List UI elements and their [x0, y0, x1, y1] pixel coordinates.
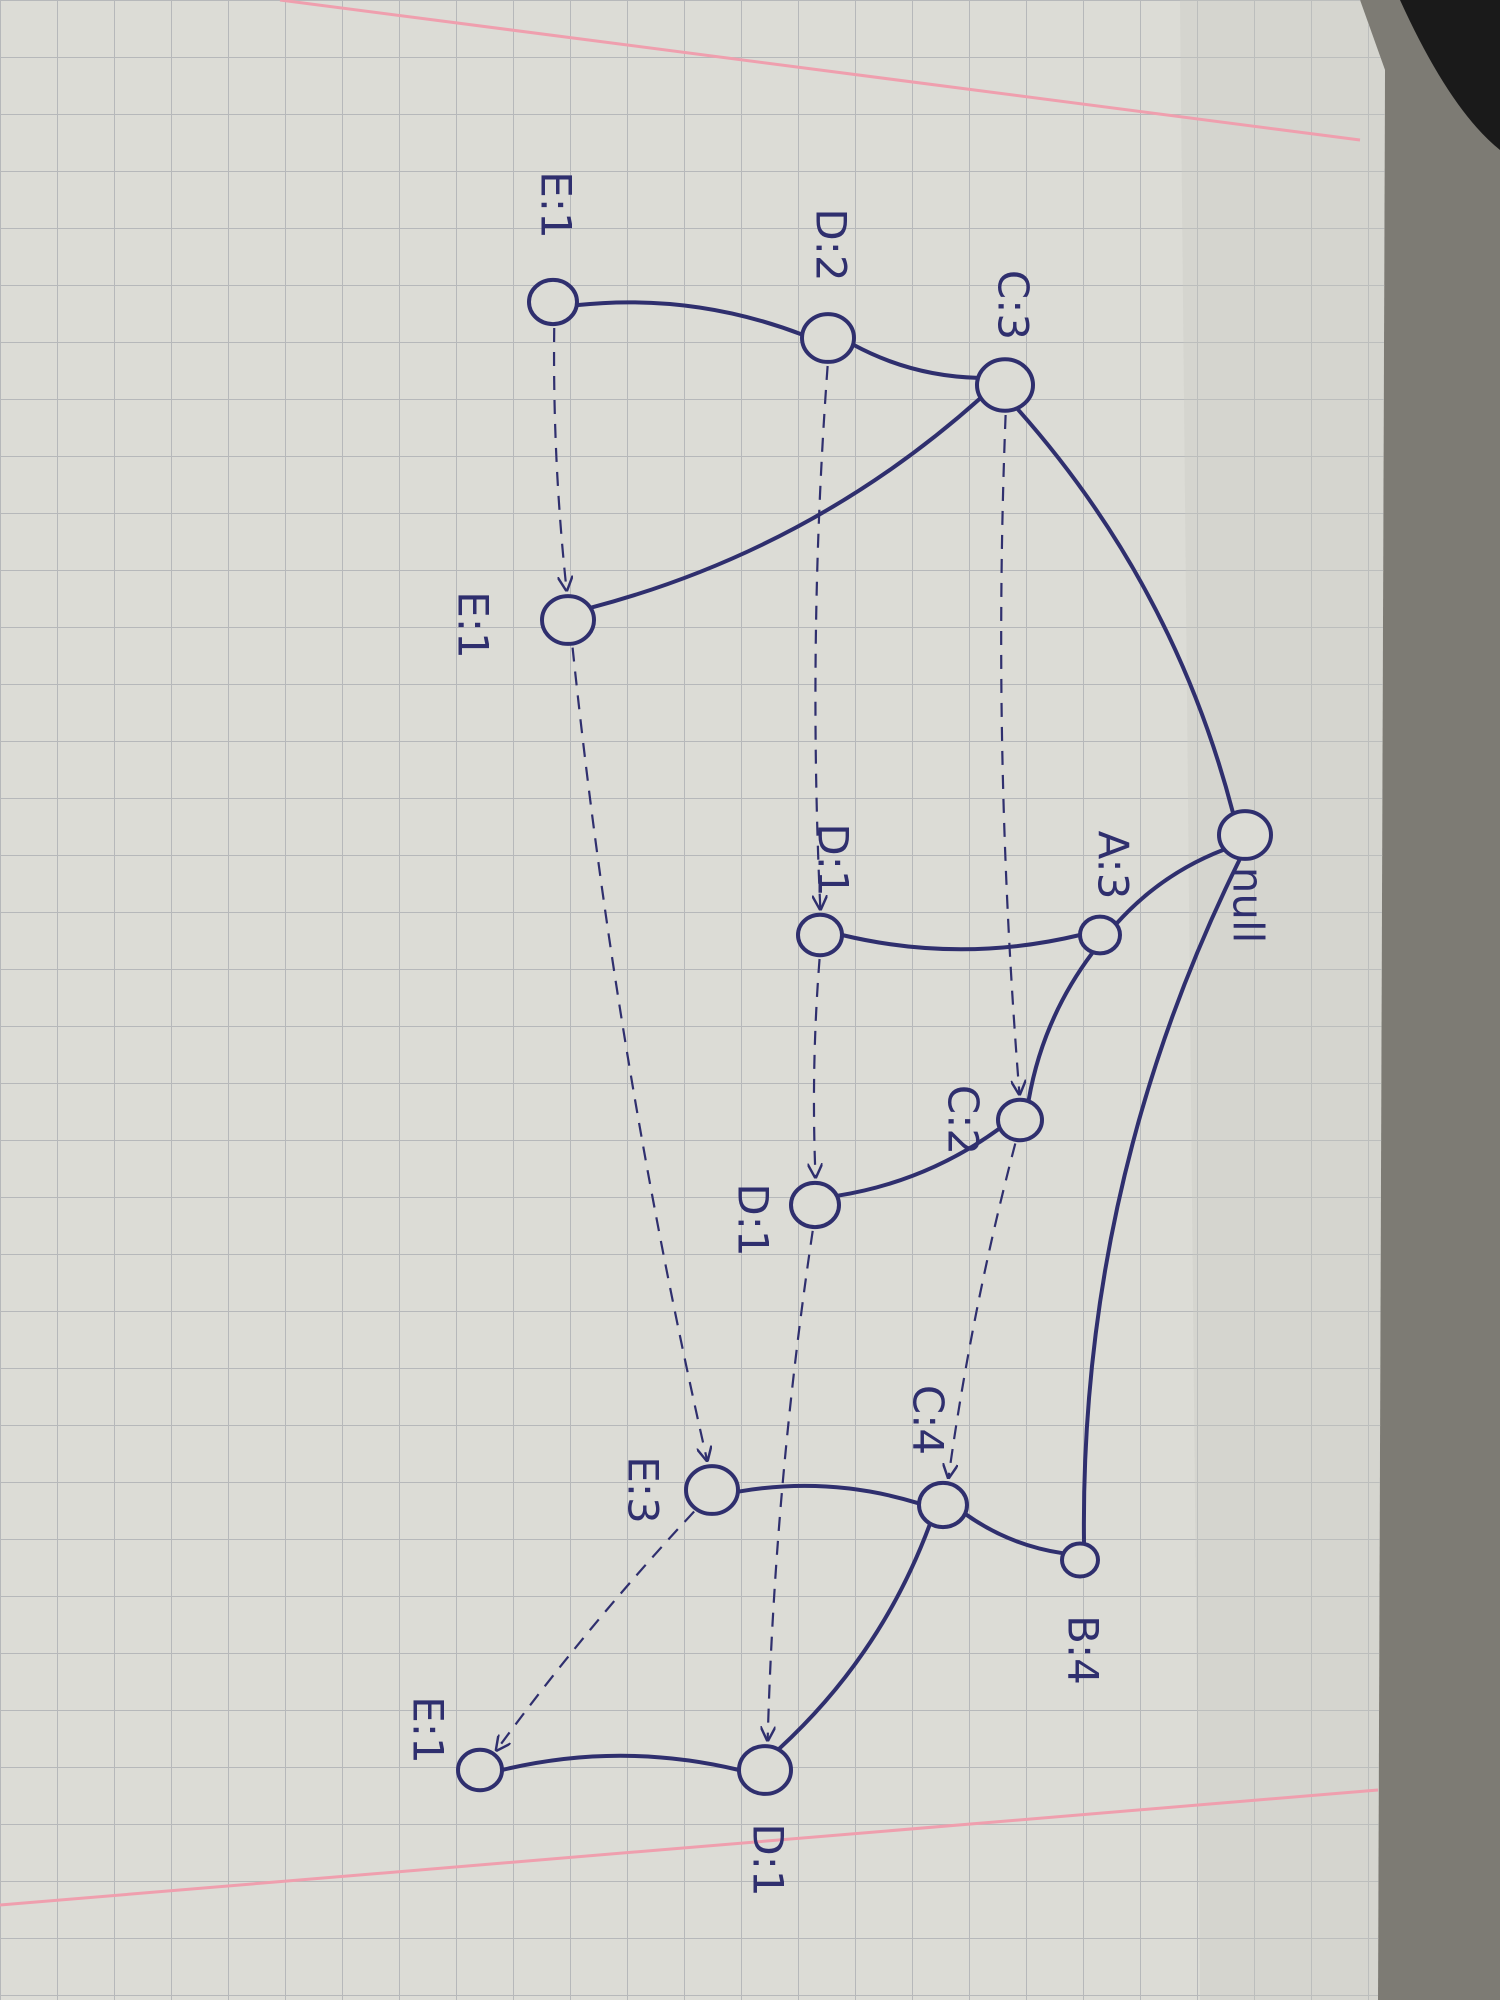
tree-node-b4 — [1060, 1541, 1100, 1579]
node-label-d2: D:2 — [807, 208, 856, 281]
tree-node-d2 — [800, 312, 856, 364]
tree-edge-null-c3 — [1016, 407, 1235, 815]
node-link-e3-e1_bot — [497, 1510, 695, 1750]
tree-edge-null-b4 — [1081, 858, 1242, 1545]
tree-node-c2 — [996, 1097, 1044, 1143]
node-label-c3: C:3 — [989, 270, 1038, 340]
tree-node-e1_mid — [540, 594, 596, 646]
node-label-d1_a: D:1 — [809, 823, 858, 896]
tree-edge-a3-c2 — [1026, 951, 1095, 1102]
tree-node-d1_c — [789, 1180, 841, 1230]
node-label-a3: A:3 — [1089, 831, 1138, 900]
node-label-c4: C:4 — [904, 1385, 953, 1455]
node-label-e1_mid: E:1 — [449, 591, 498, 658]
tree-node-d1_b — [737, 1744, 793, 1796]
tree-edge-b4-c4 — [963, 1511, 1066, 1556]
node-label-e1_bot: E:1 — [404, 1696, 453, 1763]
tree-edge-c3-d2 — [851, 342, 980, 380]
node-label-b4: B:4 — [1059, 1615, 1108, 1685]
node-link-d1_c-d1_b — [768, 1230, 814, 1740]
node-link-d2-d1_a — [815, 365, 829, 909]
node-label-null: null — [1224, 867, 1273, 944]
node-label-d1_c: D:1 — [729, 1183, 778, 1256]
node-link-c2-c4 — [948, 1143, 1017, 1478]
margin-line-bottom — [0, 1788, 1379, 1907]
tree-node-e1_bot — [456, 1747, 504, 1793]
paper-grid — [0, 0, 1385, 2000]
node-label-e3: E:3 — [619, 1456, 668, 1523]
node-link-d1_a-d1_c — [814, 958, 820, 1177]
node-link-e1_mid-e3 — [571, 647, 708, 1461]
tree-node-c3 — [975, 357, 1035, 413]
tree-node-a3 — [1078, 914, 1122, 956]
tree-edge-null-a3 — [1114, 847, 1226, 926]
tree-node-e1_top — [527, 277, 579, 327]
dark-object — [1400, 0, 1500, 150]
node-link-edges — [497, 327, 1020, 1750]
node-link-c3-c2 — [1000, 414, 1019, 1094]
tree-edge-c3-e1_mid — [588, 396, 983, 610]
tree-node-c4 — [917, 1480, 969, 1530]
tree-edges — [500, 300, 1242, 1772]
tree-node-null — [1217, 809, 1273, 861]
node-label-c2: C:2 — [939, 1085, 988, 1155]
tree-edge-c4-e3 — [735, 1483, 922, 1506]
tree-edge-c2-d1_c — [835, 1126, 1002, 1198]
tree-node-e3 — [684, 1464, 740, 1516]
node-label-e1_top: E:1 — [532, 171, 581, 238]
paper-shade — [1180, 0, 1385, 2000]
tree-node-d1_a — [796, 912, 844, 958]
tree-edge-d2-e1_top — [574, 300, 805, 337]
node-label-d1_b: D:1 — [744, 1823, 793, 1896]
tree-edge-a3-d1_a — [840, 933, 1082, 952]
margin-line-top — [279, 0, 1361, 142]
node-link-e1_top-e1_mid — [552, 327, 567, 590]
fp-tree-nodes: nullC:3D:2E:1E:1A:3D:1C:2D:1B:4C:4E:3D:1… — [404, 171, 1273, 1897]
tree-edge-d1_b-e1_bot — [500, 1753, 741, 1772]
tree-edge-c4-d1_b — [777, 1522, 932, 1751]
